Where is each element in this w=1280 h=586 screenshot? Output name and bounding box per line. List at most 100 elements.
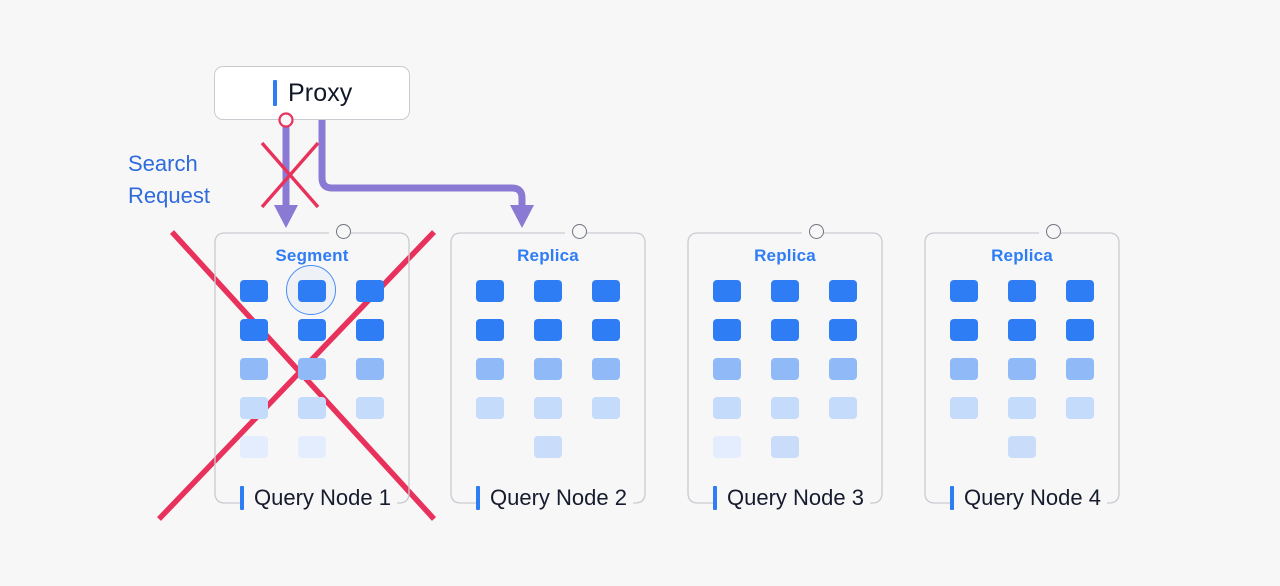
segment-chip [476, 436, 504, 458]
segment-cell [950, 397, 978, 419]
connector-proxy-to-node2 [318, 120, 534, 228]
segment-chip [240, 319, 268, 341]
card-heading: Replica [754, 246, 816, 265]
segment-chip [829, 319, 857, 341]
segment-grid [476, 280, 620, 475]
segment-cell [771, 436, 799, 458]
segment-row [950, 436, 1094, 475]
segment-chip [476, 358, 504, 380]
segment-chip [476, 319, 504, 341]
segment-chip [240, 358, 268, 380]
segment-chip [950, 436, 978, 458]
segment-row [950, 280, 1094, 319]
accent-bar-icon [476, 486, 480, 510]
segment-chip [298, 436, 326, 458]
segment-cell [240, 280, 268, 302]
segment-row [713, 358, 857, 397]
segment-cell [356, 280, 384, 302]
query-node-card[interactable]: Segment Query Node 1 [214, 224, 410, 513]
segment-row [950, 358, 1094, 397]
segment-row [476, 319, 620, 358]
segment-grid [950, 280, 1094, 475]
segment-chip [713, 358, 741, 380]
segment-chip [592, 397, 620, 419]
segment-cell [534, 358, 562, 380]
query-node-card[interactable]: Replica Query Node 4 [924, 224, 1120, 513]
query-node-card[interactable]: Replica Query Node 2 [450, 224, 646, 513]
segment-chip [950, 319, 978, 341]
segment-chip [950, 358, 978, 380]
node-label-text: Query Node 1 [254, 485, 391, 510]
proxy-label: Proxy [288, 78, 353, 107]
segment-chip [592, 319, 620, 341]
segment-cell [298, 358, 326, 380]
segment-chip [1008, 358, 1036, 380]
query-node-card[interactable]: Replica Query Node 3 [687, 224, 883, 513]
segment-cell [286, 265, 336, 315]
segment-chip [356, 280, 384, 302]
segment-grid [240, 265, 384, 475]
segment-chip [1008, 280, 1036, 302]
node-label: Query Node 4 [950, 483, 1107, 513]
segment-cell [950, 280, 978, 302]
segment-cell [534, 397, 562, 419]
segment-chip [298, 397, 326, 419]
segment-cell [476, 436, 504, 458]
segment-cell [713, 358, 741, 380]
segment-row [713, 397, 857, 436]
segment-row [476, 397, 620, 436]
proxy-box[interactable]: Proxy [214, 66, 410, 120]
segment-chip [950, 280, 978, 302]
segment-chip [534, 280, 562, 302]
segment-chip [592, 280, 620, 302]
segment-cell [1008, 319, 1036, 341]
segment-chip [476, 397, 504, 419]
segment-chip [1008, 436, 1036, 458]
segment-row [240, 436, 384, 475]
segment-row [240, 397, 384, 436]
card-connector-knob-icon [809, 224, 824, 239]
segment-row [713, 280, 857, 319]
segment-chip [476, 280, 504, 302]
segment-chip [1066, 280, 1094, 302]
segment-chip [1066, 397, 1094, 419]
segment-cell [534, 319, 562, 341]
segment-chip [240, 436, 268, 458]
segment-cell [713, 397, 741, 419]
segment-chip [1066, 358, 1094, 380]
node-label-text: Query Node 4 [964, 485, 1101, 510]
segment-cell [950, 358, 978, 380]
segment-row [713, 436, 857, 475]
card-connector-knob-icon [336, 224, 351, 239]
card-frame [687, 232, 883, 504]
segment-cell [476, 280, 504, 302]
card-connector-knob-icon [572, 224, 587, 239]
segment-chip [240, 280, 268, 302]
segment-row [240, 358, 384, 397]
segment-chip [534, 436, 562, 458]
segment-cell [713, 319, 741, 341]
segment-cell [356, 358, 384, 380]
card-frame [214, 232, 410, 504]
accent-bar-icon [950, 486, 954, 510]
segment-cell [829, 280, 857, 302]
segment-chip [356, 397, 384, 419]
segment-cell [240, 319, 268, 341]
card-frame [450, 232, 646, 504]
segment-chip [1008, 397, 1036, 419]
segment-chip [771, 436, 799, 458]
segment-cell [240, 397, 268, 419]
segment-cell [1066, 436, 1094, 458]
segment-chip [592, 436, 620, 458]
segment-chip [592, 358, 620, 380]
segment-cell [356, 397, 384, 419]
node-label: Query Node 2 [476, 483, 633, 513]
segment-cell [829, 319, 857, 341]
card-heading: Segment [275, 246, 349, 265]
segment-cell [1066, 319, 1094, 341]
segment-chip [298, 319, 326, 341]
segment-cell [1066, 280, 1094, 302]
segment-cell [713, 280, 741, 302]
segment-chip [240, 397, 268, 419]
segment-chip [829, 280, 857, 302]
